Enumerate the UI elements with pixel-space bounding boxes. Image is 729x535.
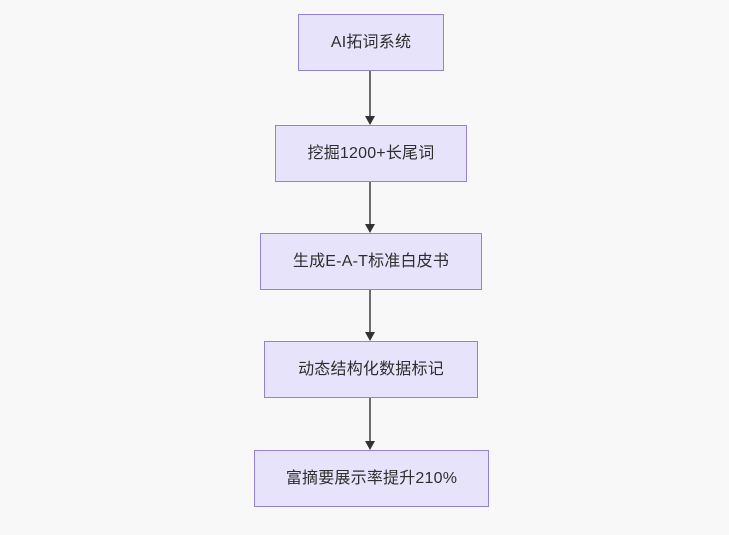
arrowhead-down-icon	[364, 332, 375, 341]
flowchart-edge-n4-n5	[364, 398, 375, 450]
flowchart-edge-n3-n4	[364, 290, 375, 341]
flowchart-edge-n1-n2	[364, 71, 375, 125]
flowchart-node-n4[interactable]: 动态结构化数据标记	[264, 341, 478, 398]
flowchart-edge-n2-n3	[364, 182, 375, 233]
edge-line	[369, 182, 371, 224]
edge-line	[369, 71, 371, 116]
flowchart-node-label: 挖掘1200+长尾词	[307, 144, 435, 162]
flowchart-node-n2[interactable]: 挖掘1200+长尾词	[275, 125, 467, 182]
edge-line	[369, 290, 371, 332]
flowchart-node-n5[interactable]: 富摘要展示率提升210%	[254, 450, 489, 507]
flowchart-node-label: AI拓词系统	[330, 33, 412, 51]
arrowhead-down-icon	[364, 224, 375, 233]
flowchart-node-n1[interactable]: AI拓词系统	[298, 14, 444, 71]
flowchart-node-label: 生成E-A-T标准白皮书	[292, 252, 450, 270]
edge-line	[369, 398, 371, 441]
arrowhead-down-icon	[364, 116, 375, 125]
flowchart-node-label: 富摘要展示率提升210%	[285, 469, 458, 487]
flowchart-node-label: 动态结构化数据标记	[298, 360, 444, 378]
flowchart-node-n3[interactable]: 生成E-A-T标准白皮书	[260, 233, 482, 290]
arrowhead-down-icon	[364, 441, 375, 450]
